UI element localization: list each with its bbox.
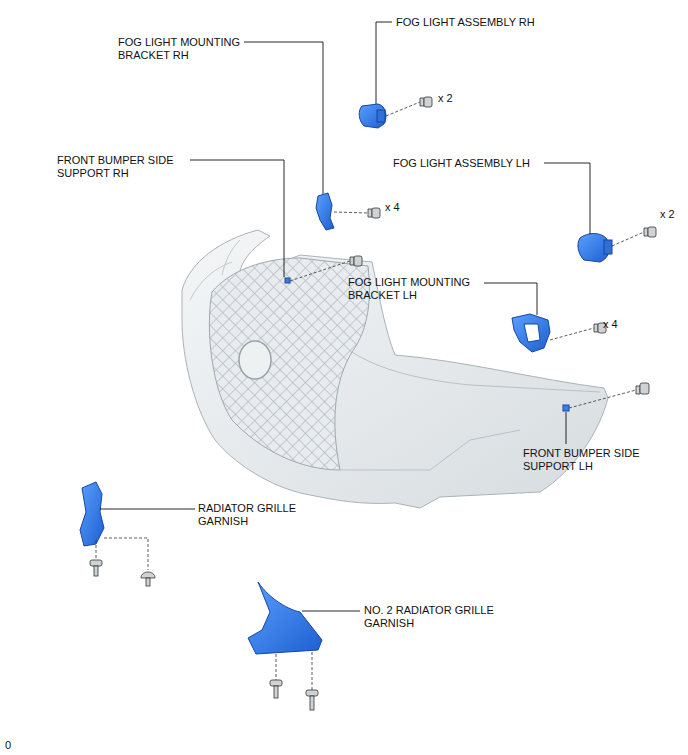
part-name: NO. 2 RADIATOR GRILLE GARNISH xyxy=(364,604,504,630)
blue-parts xyxy=(80,104,612,654)
quantity: x 4 xyxy=(603,318,643,331)
figure-number: 0 xyxy=(5,739,35,752)
screws xyxy=(90,97,656,710)
fastener-lines xyxy=(96,102,644,690)
quantity: x 2 xyxy=(660,208,686,221)
part-name: FOG LIGHT ASSEMBLY RH xyxy=(396,16,596,29)
part-name: FOG LIGHT MOUNTING BRACKET RH xyxy=(118,36,242,62)
quantity: x 2 xyxy=(438,92,478,105)
quantity: x 4 xyxy=(385,201,425,214)
leader-lines xyxy=(100,22,590,611)
part-name: FRONT BUMPER SIDE SUPPORT LH xyxy=(523,447,683,473)
part-name: FRONT BUMPER SIDE SUPPORT RH xyxy=(57,154,187,180)
part-name: FOG LIGHT ASSEMBLY LH xyxy=(393,157,593,170)
part-name: FOG LIGHT MOUNTING BRACKET LH xyxy=(348,276,478,302)
part-name: RADIATOR GRILLE GARNISH xyxy=(198,502,298,528)
